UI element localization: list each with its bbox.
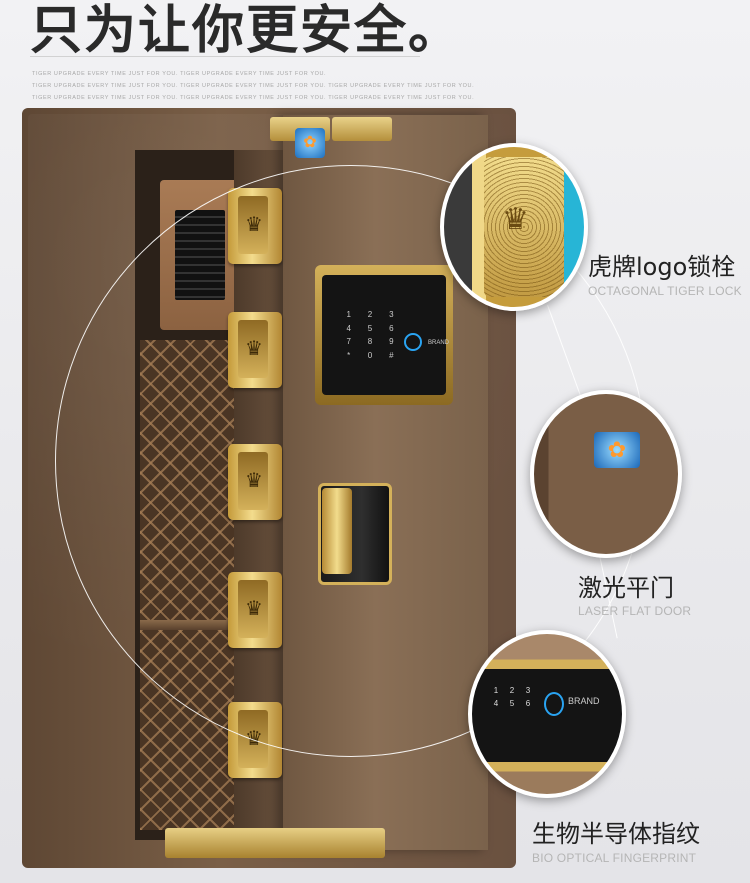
feature-subtitle-laser-door: LASER FLAT DOOR [578, 604, 692, 618]
lock-texture [484, 157, 564, 297]
keypad-brand-label: BRAND [568, 696, 600, 706]
tiger-logo-icon: ✿ [295, 128, 325, 158]
feature-subtitle-tiger-lock: OCTAGONAL TIGER LOCK [588, 284, 742, 298]
feature-title-laser-door: 激光平门 [578, 574, 674, 602]
fine-print-line-1: TIGER UPGRADE EVERY TIME JUST FOR YOU. T… [32, 71, 327, 77]
keypad-key: 3 [525, 686, 531, 695]
header-divider [30, 56, 420, 57]
feature-subtitle-fingerprint: BIO OPTICAL FINGERPRINT [532, 851, 697, 865]
fine-print-line-3: TIGER UPGRADE EVERY TIME JUST FOR YOU. T… [32, 95, 475, 101]
headline: 只为让你更安全。 [30, 1, 463, 61]
fine-print-line-2: TIGER UPGRADE EVERY TIME JUST FOR YOU. T… [32, 83, 475, 89]
keypad-key: 5 [509, 699, 515, 708]
keypad-key: 4 [493, 699, 499, 708]
tiger-emblem-icon: ♛ [502, 203, 529, 236]
keypad-keys: 1 2 3 4 5 6 [490, 686, 534, 708]
bottom-hinge-plate [165, 828, 385, 858]
fingerprint-icon [544, 692, 564, 716]
keypad-key: 2 [509, 686, 515, 695]
zoom-laser-door: ✿ [530, 390, 682, 558]
zoom-tiger-lock: ♛ [440, 143, 588, 311]
keypad-key: 1 [493, 686, 499, 695]
top-hinge-right [332, 117, 392, 141]
feature-title-fingerprint: 生物半导体指纹 [532, 820, 700, 848]
zoom-fingerprint-keypad: 1 2 3 4 5 6 BRAND [468, 630, 626, 798]
keypad-key: 6 [525, 699, 531, 708]
tiger-logo-icon: ✿ [594, 432, 640, 468]
feature-title-tiger-lock: 虎牌logo锁栓 [588, 253, 736, 281]
